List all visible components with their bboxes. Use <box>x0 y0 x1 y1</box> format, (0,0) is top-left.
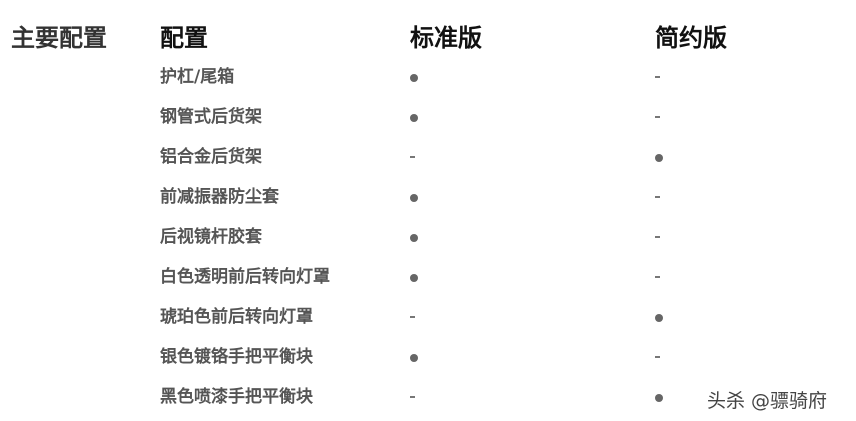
config-name: 银色镀铬手把平衡块 <box>160 347 313 367</box>
simple-mark <box>655 347 660 367</box>
standard-mark <box>410 187 418 207</box>
config-name: 黑色喷漆手把平衡块 <box>160 387 313 407</box>
simple-mark <box>655 387 663 407</box>
table-row: 铝合金后货架 <box>0 137 856 177</box>
included-dot-icon <box>655 394 663 402</box>
included-dot-icon <box>410 234 418 242</box>
not-included-dash-icon <box>655 356 660 358</box>
column-header-simple: 简约版 <box>655 24 727 52</box>
table-row: 护杠/尾箱 <box>0 57 856 97</box>
config-name: 琥珀色前后转向灯罩 <box>160 307 313 327</box>
standard-mark <box>410 307 415 327</box>
standard-mark <box>410 67 418 87</box>
not-included-dash-icon <box>655 116 660 118</box>
not-included-dash-icon <box>410 316 415 318</box>
not-included-dash-icon <box>655 236 660 238</box>
included-dot-icon <box>410 274 418 282</box>
included-dot-icon <box>655 314 663 322</box>
section-title: 主要配置 <box>11 24 107 52</box>
simple-mark <box>655 67 660 87</box>
table-row: 琥珀色前后转向灯罩 <box>0 297 856 337</box>
simple-mark <box>655 227 660 247</box>
standard-mark <box>410 107 418 127</box>
standard-mark <box>410 387 415 407</box>
simple-mark <box>655 307 663 327</box>
config-table-body: 护杠/尾箱 钢管式后货架 铝合金后货架 前减振器防尘套 后视镜杆胶套 白色透明前… <box>0 57 856 417</box>
included-dot-icon <box>410 114 418 122</box>
not-included-dash-icon <box>655 76 660 78</box>
config-name: 护杠/尾箱 <box>160 67 235 87</box>
not-included-dash-icon <box>410 156 415 158</box>
simple-mark <box>655 107 660 127</box>
not-included-dash-icon <box>410 396 415 398</box>
standard-mark <box>410 227 418 247</box>
column-header-standard: 标准版 <box>410 24 482 52</box>
included-dot-icon <box>410 354 418 362</box>
config-name: 后视镜杆胶套 <box>160 227 262 247</box>
table-row: 黑色喷漆手把平衡块 <box>0 377 856 417</box>
config-name: 钢管式后货架 <box>160 107 262 127</box>
standard-mark <box>410 267 418 287</box>
not-included-dash-icon <box>655 196 660 198</box>
simple-mark <box>655 147 663 167</box>
not-included-dash-icon <box>655 276 660 278</box>
included-dot-icon <box>655 154 663 162</box>
config-name: 前减振器防尘套 <box>160 187 279 207</box>
watermark: 头杀 @骠骑府 <box>707 390 828 412</box>
table-row: 前减振器防尘套 <box>0 177 856 217</box>
table-row: 钢管式后货架 <box>0 97 856 137</box>
included-dot-icon <box>410 74 418 82</box>
standard-mark <box>410 147 415 167</box>
table-row: 白色透明前后转向灯罩 <box>0 257 856 297</box>
simple-mark <box>655 187 660 207</box>
config-name: 白色透明前后转向灯罩 <box>160 267 330 287</box>
included-dot-icon <box>410 194 418 202</box>
simple-mark <box>655 267 660 287</box>
table-row: 银色镀铬手把平衡块 <box>0 337 856 377</box>
standard-mark <box>410 347 418 367</box>
config-name: 铝合金后货架 <box>160 147 262 167</box>
column-header-config: 配置 <box>160 24 208 52</box>
table-row: 后视镜杆胶套 <box>0 217 856 257</box>
